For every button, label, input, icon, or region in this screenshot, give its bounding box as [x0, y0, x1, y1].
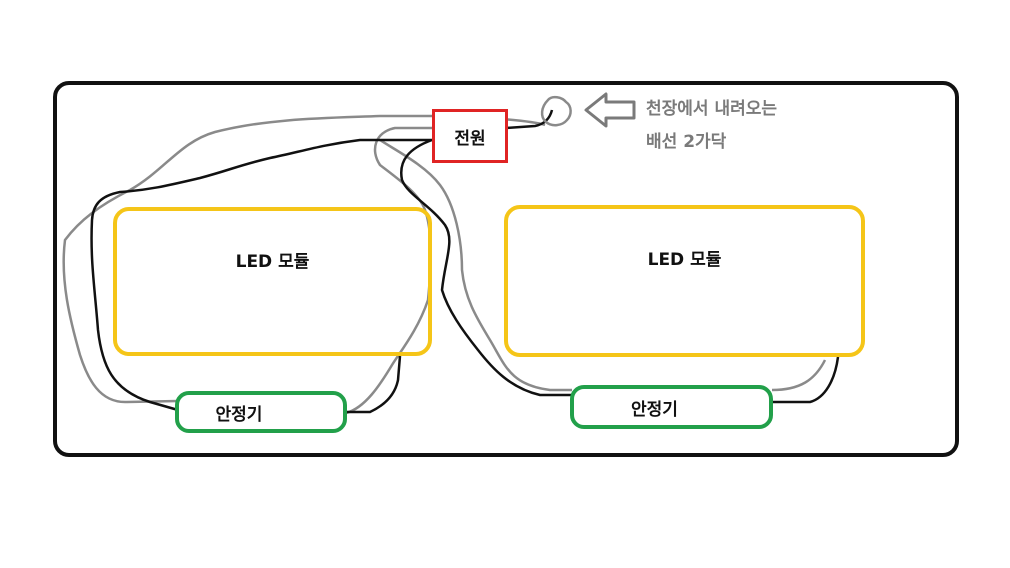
- note-line-1: 천장에서 내려오는: [646, 99, 778, 119]
- stabilizer-label: 안정기: [631, 399, 678, 420]
- stabilizer-left: 안정기: [175, 391, 347, 433]
- fixture-frame: [53, 81, 959, 457]
- note-line-2: 배선 2가닥: [646, 132, 727, 152]
- led-module-label: LED 모듈: [235, 252, 310, 272]
- ceiling-wire-note: 천장에서 내려오는 배선 2가닥: [646, 93, 946, 159]
- led-module-label: LED 모듈: [647, 249, 722, 270]
- stabilizer-label: 안정기: [215, 404, 263, 425]
- stabilizer-right: 안정기: [570, 385, 773, 429]
- led-module-right: LED 모듈: [504, 205, 865, 357]
- power-supply: 전원: [432, 109, 508, 163]
- power-label: 전원: [454, 128, 486, 149]
- led-module-left: LED 모듈: [113, 207, 432, 356]
- ceiling-cable-bundle: [540, 95, 572, 127]
- arrow-left-icon: [584, 92, 636, 128]
